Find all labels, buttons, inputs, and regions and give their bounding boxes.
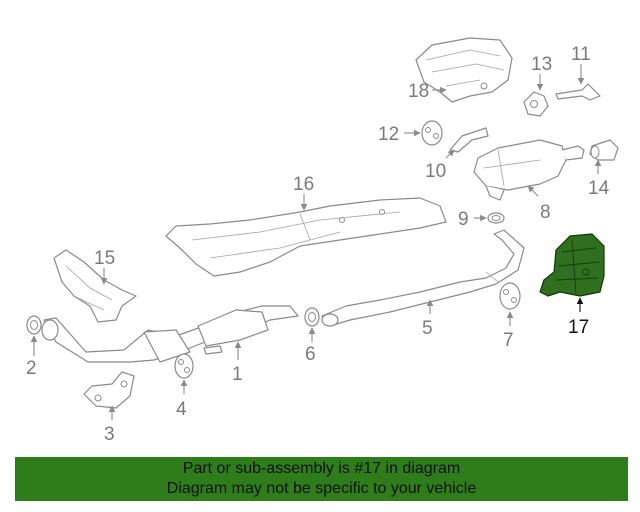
part-15-manifold-insulator[interactable]: [53, 249, 137, 323]
callout-10: 10: [425, 161, 446, 182]
callout-18: 18: [408, 81, 429, 102]
callout-6: 6: [305, 344, 316, 365]
callout-14: 14: [588, 178, 610, 199]
part-6-gasket[interactable]: [304, 307, 320, 327]
callout-1: 1: [232, 364, 243, 385]
callout-11: 11: [571, 44, 591, 65]
callout-17: 17: [568, 317, 589, 338]
callout-15: 15: [94, 248, 115, 269]
part-10-bracket[interactable]: [449, 127, 489, 153]
part-12-support-cushion[interactable]: [421, 120, 443, 146]
callout-9: 9: [458, 209, 469, 230]
callout-12: 12: [378, 124, 399, 145]
callout-4: 4: [176, 399, 187, 420]
part-11-hanger[interactable]: [555, 83, 601, 101]
part-3-bracket[interactable]: [83, 371, 135, 409]
banner-line-1: Part or sub-assembly is #17 in diagram: [182, 460, 461, 477]
banner-line-2: Diagram may not be specific to your vehi…: [166, 480, 477, 497]
part-4-support-cushion[interactable]: [174, 353, 194, 379]
callout-16: 16: [293, 174, 314, 195]
part-2-gasket[interactable]: [26, 315, 42, 335]
exhaust-system-diagram: 18 13 11 12 10 8 14: [26, 37, 619, 445]
part-1-front-pipe[interactable]: [41, 305, 299, 363]
callout-3: 3: [104, 424, 115, 445]
callout-5: 5: [422, 318, 433, 339]
part-8-muffler[interactable]: [473, 139, 585, 201]
callout-8: 8: [540, 202, 551, 223]
part-17-heat-insulator-highlighted[interactable]: [539, 233, 605, 297]
part-14-tailpipe-tip[interactable]: [589, 139, 619, 161]
part-9-gasket[interactable]: [487, 212, 505, 224]
part-7-support-cushion[interactable]: [499, 282, 521, 310]
part-18-heat-insulator[interactable]: [415, 37, 513, 103]
callout-7: 7: [503, 330, 514, 351]
part-13-exhaust-bracket[interactable]: [523, 91, 549, 117]
info-banner: Part or sub-assembly is #17 in diagram D…: [15, 457, 628, 501]
part-5-center-pipe[interactable]: [321, 229, 525, 327]
callout-13: 13: [531, 54, 552, 75]
callout-2: 2: [26, 358, 37, 379]
part-16-floor-insulator[interactable]: [165, 197, 447, 277]
